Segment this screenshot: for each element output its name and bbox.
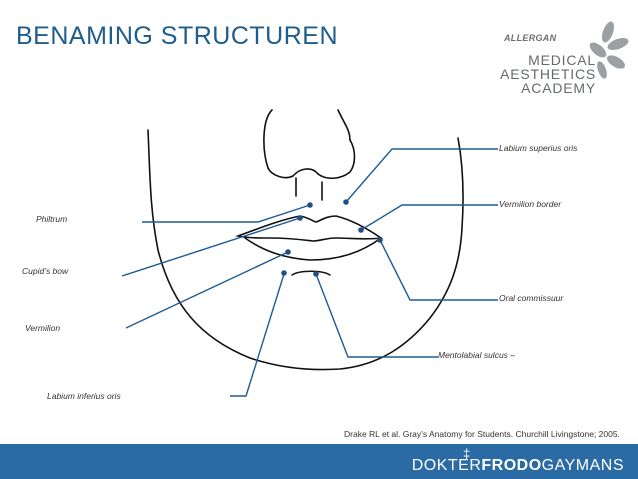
footer-mark-icon: ‡: [463, 446, 471, 461]
dot-oral-commissuur: [377, 237, 383, 243]
leader-mentolabial: [315, 273, 438, 358]
logo-line-3: ACADEMY: [521, 80, 596, 96]
dot-labium-superius: [343, 199, 349, 205]
leader-labium-superius: [345, 148, 498, 203]
leader-oral-commissuur: [379, 239, 498, 301]
dot-vermilion-border: [358, 227, 364, 233]
leader-cupids-bow: [121, 217, 301, 277]
footer-brand-prefix: DOKTER: [411, 457, 482, 474]
logo-brand: ALLERGAN: [504, 33, 557, 43]
label-philtrum: Philtrum: [36, 214, 68, 224]
jaw-outline: [147, 129, 464, 371]
mentolabial-curve: [291, 270, 331, 276]
footer-bar: ‡ DOKTERFRODOGAYMANS: [0, 444, 638, 479]
label-vermilion-border: Vermilion border: [499, 199, 562, 209]
slide-title: BENAMING STRUCTUREN: [16, 22, 339, 50]
academy-logo: ALLERGAN MEDICAL AESTHETICS ACADEMY: [486, 20, 631, 100]
leader-vermilion: [125, 251, 289, 329]
dot-vermilion: [285, 249, 291, 255]
leader-labium-inferius: [230, 273, 285, 397]
label-cupids-bow: Cupid’s bow: [22, 266, 69, 276]
dot-cupids-bow: [297, 215, 303, 221]
leader-philtrum: [142, 204, 311, 223]
flower-logo-icon: [589, 21, 629, 79]
logo-line-1: MEDICAL: [528, 52, 596, 68]
leader-vermilion-border: [360, 204, 498, 231]
citation-text: Drake RL et al. Gray’s Anatomy for Stude…: [344, 429, 620, 439]
label-vermilion: Vermilion: [25, 323, 61, 333]
logo-line-2: AESTHETICS: [500, 66, 596, 82]
dot-labium-inferius: [281, 270, 287, 276]
dot-philtrum: [307, 202, 313, 208]
nose-bridge: [267, 139, 356, 180]
dot-mentolabial: [313, 271, 319, 277]
footer-brand-suffix: GAYMANS: [541, 457, 624, 474]
nose-left: [263, 109, 273, 169]
label-labium-inferius: Labium inferius oris: [47, 391, 121, 401]
nose-right: [337, 109, 351, 141]
label-labium-superius: Labium superius oris: [499, 143, 578, 153]
lower-lip: [244, 237, 382, 261]
footer-brand-bold: FRODO: [481, 457, 542, 474]
label-oral-commissuur: Oral commissuur: [499, 293, 564, 303]
label-mentolabial-sulcus: Mentolabial sulcus –: [438, 350, 516, 360]
footer-brand: DOKTERFRODOGAYMANS: [412, 457, 624, 475]
face-diagram: [121, 109, 498, 397]
